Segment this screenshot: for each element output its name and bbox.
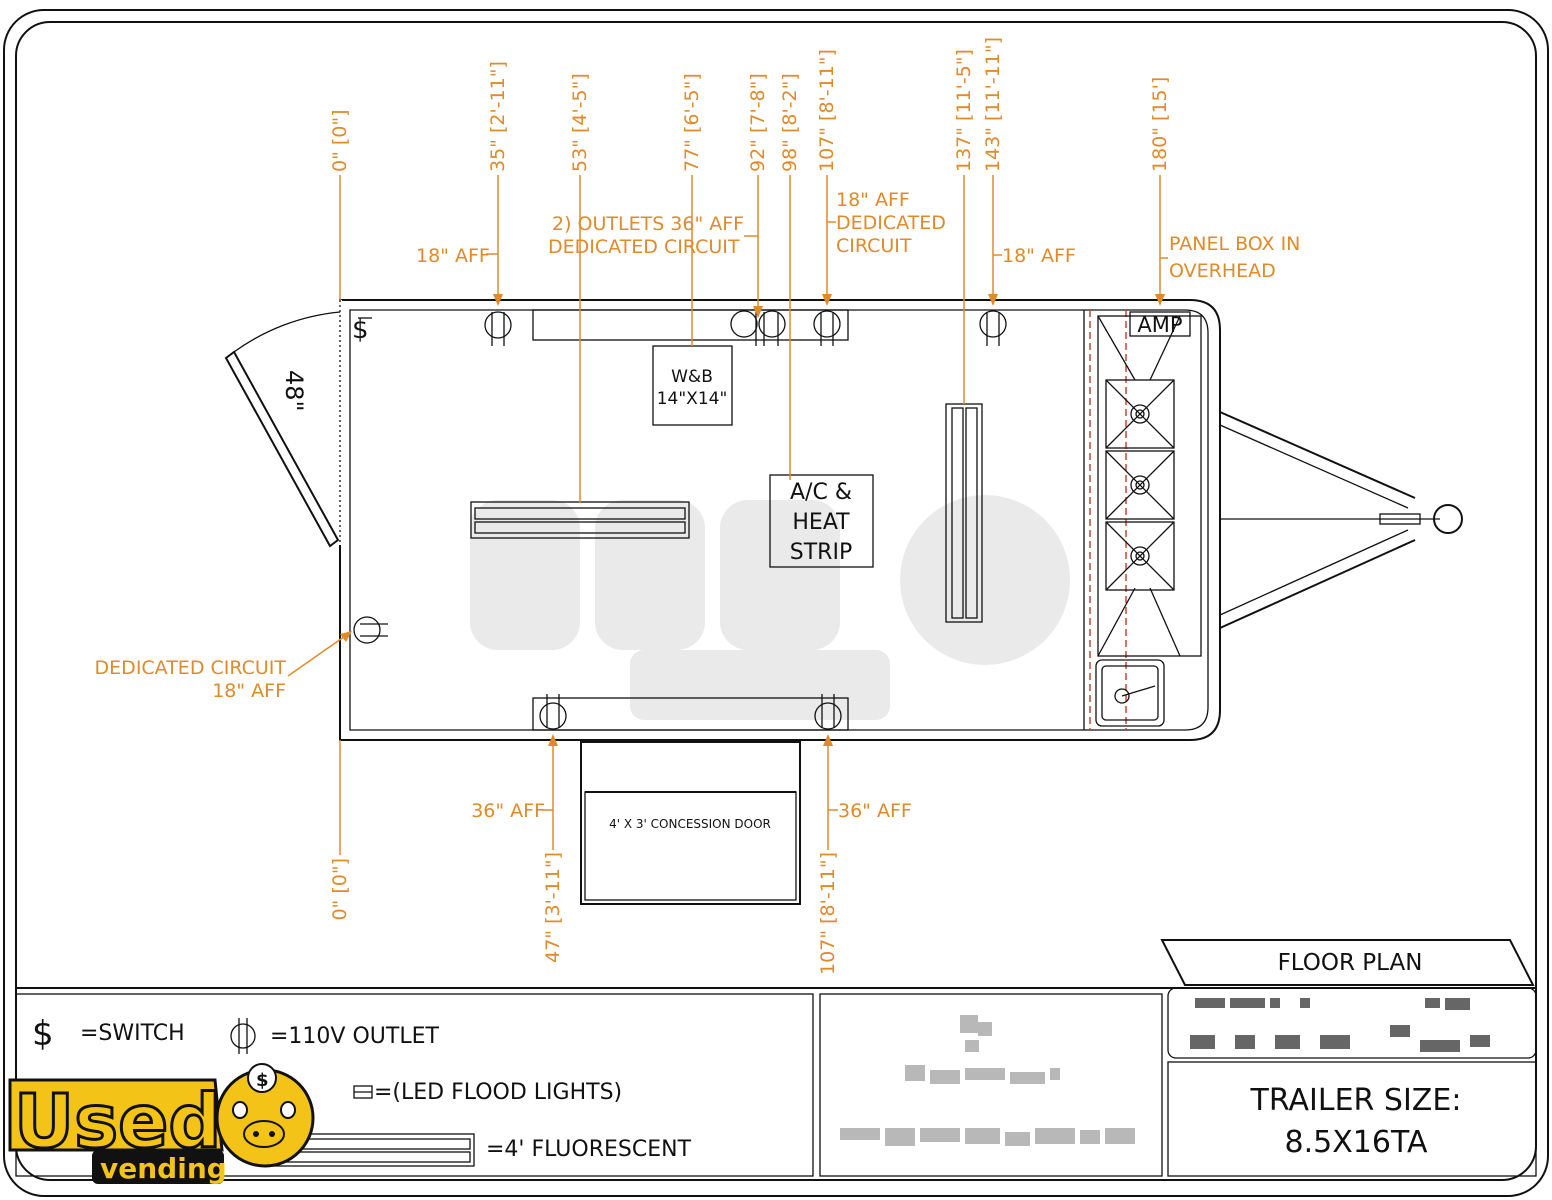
amp-box [1129, 311, 1191, 337]
outlet-107 [813, 310, 841, 346]
legend-led-label: =(LED FLOOD LIGHTS) [374, 1080, 622, 1105]
switch-symbol: $ [352, 315, 372, 345]
outlet-143 [979, 310, 1007, 346]
note-36aff-left: 36" AFF [471, 800, 545, 822]
ac-box [769, 474, 874, 568]
wb-label-2: 14"X14" [657, 389, 728, 409]
dim-bottom-47: 47" [3'-11"] [542, 852, 564, 963]
trailer-size-label: TRAILER SIZE: [1250, 1083, 1462, 1118]
outlet-35 [484, 311, 512, 346]
outlet-symbols [353, 310, 1007, 730]
dim-top-107: 107" [8'-11"] [816, 49, 838, 172]
outlet-bottom-107 [814, 694, 842, 730]
dim-top-53: 53" [4'-5"] [569, 73, 591, 172]
door-width-label: 48" [280, 370, 308, 412]
logo-text-vending: vending [100, 1152, 227, 1185]
trailer-hitch [1219, 411, 1463, 629]
note-panel-1: PANEL BOX IN [1169, 233, 1300, 255]
ac-label-1: A/C & [790, 480, 852, 505]
note-36aff-right: 36" AFF [838, 800, 912, 822]
dim-top-35: 35" [2'-11"] [487, 61, 509, 172]
note-ded-aff-2: DEDICATED [836, 212, 946, 234]
legend-outlet-label: =110V OUTLET [270, 1024, 439, 1049]
top-counter [532, 309, 849, 341]
dim-bottom-0: 0" [0"] [329, 858, 351, 921]
concession-door-label: 4' X 3' CONCESSION DOOR [609, 817, 771, 831]
trailer-size-box [1167, 1061, 1537, 1177]
note-dedicated-circuit-1: DEDICATED CIRCUIT [95, 657, 287, 679]
legend-fluorescent-label: =4' FLUORESCENT [486, 1137, 692, 1162]
legend-outlet-icon [230, 1018, 256, 1054]
note-dedicated-circuit-2: 18" AFF [212, 680, 286, 702]
hand-sink [1095, 659, 1165, 727]
note-ded-aff-1: 18" AFF [836, 189, 910, 211]
dim-top-137: 137" [11'-5"] [953, 49, 975, 172]
entry-door [224, 300, 342, 548]
note-panel-2: OVERHEAD [1169, 260, 1276, 282]
annotation-notes: 18" AFF 2) OUTLETS 36" AFF DEDICATED CIR… [95, 189, 1301, 822]
signature-box [819, 993, 1163, 1177]
ac-label-2: HEAT [792, 510, 850, 535]
wb-label-1: W&B [671, 367, 713, 387]
dim-top-98: 98" [8'-2"] [779, 73, 801, 172]
svg-text:$: $ [352, 315, 369, 345]
outlet-bottom-47 [539, 694, 567, 730]
redacted-company [1167, 987, 1537, 1059]
outlet-92 [730, 310, 765, 346]
outlet-left-wall [353, 616, 388, 644]
used-vending-logo: Used vending $ [8, 1063, 315, 1185]
dim-top-180: 180" [15'] [1149, 77, 1171, 172]
concession-door [580, 741, 801, 905]
dim-top-92: 92" [7'-8"] [747, 73, 769, 172]
outer-frame [3, 9, 1549, 1197]
logo-badge-symbol: $ [256, 1070, 269, 1091]
ac-label-3: STRIP [790, 540, 852, 565]
front-equipment [1097, 315, 1202, 657]
dimension-lines [287, 175, 1168, 855]
note-outlets-2: DEDICATED CIRCUIT [548, 236, 740, 258]
legend-switch-label: =SWITCH [80, 1021, 185, 1046]
dim-top-143: 143" [11'-11"] [982, 37, 1004, 172]
floor-plan-banner [1160, 939, 1535, 986]
outlet-98 [758, 310, 786, 346]
bottom-counter [532, 697, 849, 731]
floor-plan-title: FLOOR PLAN [1278, 950, 1423, 976]
dim-top-0: 0" [0"] [329, 109, 351, 172]
dim-bottom-107: 107" [8'-11"] [817, 852, 839, 975]
note-18aff-left: 18" AFF [416, 245, 490, 267]
legend-switch-symbol: $ [32, 1014, 54, 1054]
note-18aff-right: 18" AFF [1002, 245, 1076, 267]
redacted-signature [840, 1015, 1135, 1146]
note-outlets-1: 2) OUTLETS 36" AFF [552, 213, 744, 235]
amp-label: AMP [1137, 313, 1182, 337]
legend-led-icon [353, 1085, 373, 1099]
note-ded-aff-3: CIRCUIT [836, 235, 912, 257]
inner-frame [15, 21, 1537, 1181]
dimension-labels: 0" [0"] 35" [2'-11"] 53" [4'-5"] 77" [6'… [329, 37, 1171, 975]
trailer-size-value: 8.5X16TA [1285, 1125, 1428, 1160]
dim-top-77: 77" [6'-5"] [681, 73, 703, 172]
